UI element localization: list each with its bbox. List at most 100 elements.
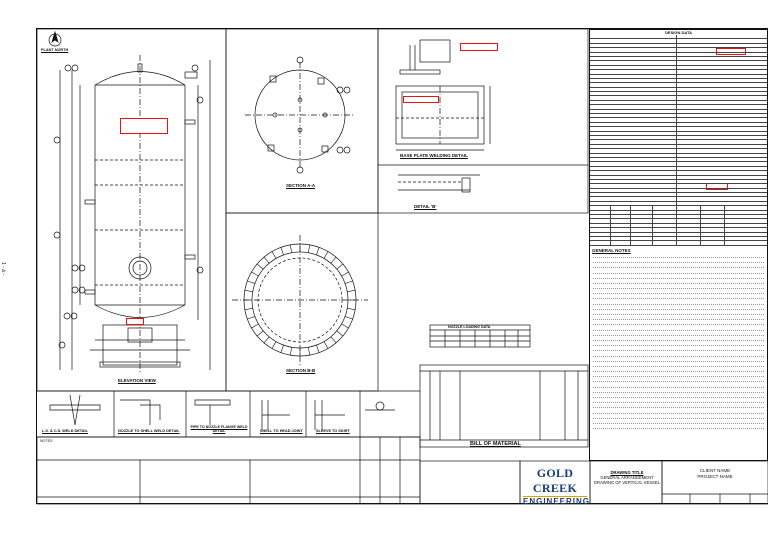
datasheet-row	[590, 193, 767, 198]
rib-line	[244, 289, 253, 292]
label-detail-1: L.S. & C.S. WELD DETAIL	[42, 429, 88, 433]
rib-line	[289, 347, 292, 356]
note-line	[593, 299, 764, 305]
redline-box-4	[126, 318, 144, 325]
rib-line	[341, 271, 349, 277]
note-line	[593, 325, 764, 331]
note-line	[593, 258, 764, 264]
datasheet-row	[590, 236, 767, 242]
datasheet-row	[590, 109, 767, 115]
label-detail-4: SHELL TO HEAD JOINT	[260, 429, 303, 433]
datasheet-row	[590, 114, 767, 119]
rib-line	[247, 280, 255, 284]
rib-line	[323, 251, 329, 259]
weld-details-drawings	[49, 394, 395, 430]
rib-line	[289, 244, 292, 253]
datasheet-row	[590, 157, 767, 163]
section-b-ribs	[244, 244, 356, 356]
note-line	[593, 289, 764, 295]
rib-line	[263, 256, 270, 264]
datasheet-row	[590, 70, 767, 75]
label-detail-5: SLEEVE TO SKIRT	[316, 429, 350, 433]
bom-grid	[419, 364, 589, 448]
note-line	[593, 362, 764, 367]
datasheet-row	[590, 131, 767, 136]
rib-line	[316, 247, 320, 255]
note-line	[593, 388, 764, 393]
note-line	[593, 408, 764, 414]
note-line	[593, 398, 764, 404]
datasheet-row	[590, 87, 767, 93]
datasheet-row	[590, 171, 767, 176]
label-detail-3: PIPE TO NOZZLE FLANGE WELD DETAIL	[190, 425, 248, 433]
datasheet-row	[590, 166, 767, 172]
section-a-drawing	[245, 56, 355, 174]
datasheet-row	[590, 100, 767, 106]
note-line	[593, 268, 764, 274]
rib-line	[347, 308, 356, 311]
datasheet-row	[590, 219, 767, 224]
general-notes-lines	[590, 253, 767, 430]
rib-line	[330, 256, 337, 264]
rib-line	[336, 263, 344, 270]
bom-title: BILL OF MATERIAL	[470, 441, 521, 447]
rib-line	[256, 330, 264, 337]
datasheet-row	[590, 162, 767, 167]
note-line	[593, 341, 764, 347]
datasheet-row	[590, 149, 767, 154]
nozzle-table-title: NOZZLE LOADING DATA	[448, 325, 491, 329]
note-line	[593, 305, 764, 310]
rib-line	[256, 263, 264, 270]
rib-line	[345, 316, 353, 320]
note-line	[593, 279, 764, 284]
rib-line	[316, 345, 320, 353]
datasheet-row	[590, 206, 767, 211]
note-line	[593, 414, 764, 419]
note-line	[593, 357, 764, 362]
drawing-title-block: DRAWING TITLE GENERAL ARRANGEMENT DRAWIN…	[594, 470, 660, 485]
datasheet-row	[590, 144, 767, 150]
notes-label: NOTES	[40, 439, 53, 443]
datasheet-row	[590, 52, 767, 57]
section-b-drawing	[232, 235, 368, 365]
datasheet-row	[590, 43, 767, 49]
note-line	[593, 310, 764, 315]
datasheet-row	[590, 184, 767, 189]
note-line	[593, 367, 764, 373]
datasheet-row	[590, 65, 767, 71]
datasheet-row	[590, 188, 767, 194]
rib-line	[345, 280, 353, 284]
datasheet-row	[590, 223, 767, 229]
datasheet-row	[590, 241, 767, 246]
note-line	[593, 336, 764, 341]
nozzle-table-grid	[429, 324, 531, 348]
datasheet-row	[590, 153, 767, 158]
note-line	[593, 294, 764, 300]
section-b-frame	[225, 212, 379, 392]
rib-line	[280, 345, 284, 353]
rib-line	[280, 247, 284, 255]
datasheet-row	[590, 210, 767, 216]
datasheet-row	[590, 135, 767, 141]
datasheet-row	[590, 78, 767, 84]
vessel-elevation	[53, 55, 211, 372]
note-line	[593, 315, 764, 321]
datasheet-row	[590, 83, 767, 88]
datasheet-row	[590, 215, 767, 220]
note-line	[593, 346, 764, 352]
company-logo: GOLD CREEK ENGINEERING	[523, 466, 589, 506]
drawing-subtitle-1: GENERAL ARRANGEMENT	[600, 475, 654, 480]
note-line	[593, 320, 764, 326]
datasheet-row	[590, 179, 767, 185]
rib-line	[341, 323, 349, 329]
datasheet-row	[590, 56, 767, 62]
datasheet-row	[590, 74, 767, 79]
datasheet-row	[590, 35, 767, 40]
datasheet-row	[590, 197, 767, 202]
drawing-subtitle-2: DRAWING OF VERTICAL VESSEL	[594, 480, 660, 485]
note-line	[593, 403, 764, 409]
rib-line	[330, 336, 337, 344]
revision-block-grid	[36, 436, 768, 505]
datasheet-title: DESIGN DATA	[665, 30, 692, 35]
datasheet-row	[590, 122, 767, 128]
